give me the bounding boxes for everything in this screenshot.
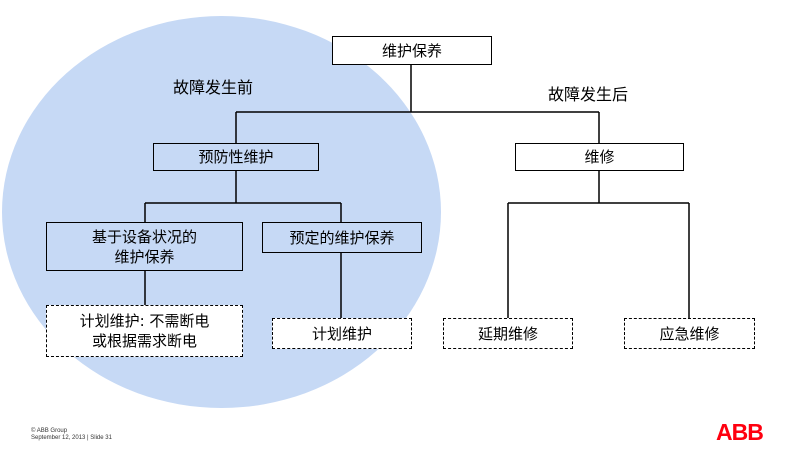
- node-repair-text: 维修: [584, 148, 615, 166]
- node-scheduled: 预定的维护保养: [262, 222, 422, 253]
- node-preventive-maintenance: 预防性维护: [153, 143, 319, 171]
- node-deferred-repair: 延期维修: [443, 318, 573, 349]
- node-maintenance-text: 维护保养: [381, 41, 442, 60]
- node-condition-based: 基于设备状况的 维护保养: [46, 222, 243, 271]
- node-preventive-text: 预防性维护: [198, 148, 274, 166]
- node-scheduled-leaf-text: 计划维护: [311, 324, 372, 343]
- footer-date-slide: September 12, 2013 | Slide 31: [31, 435, 112, 441]
- node-scheduled-leaf: 计划维护: [272, 318, 412, 349]
- footer-company: © ABB Group: [31, 428, 68, 434]
- node-scheduled-text: 预定的维护保养: [289, 228, 395, 247]
- node-maintenance: 维护保养: [332, 36, 492, 65]
- node-condition-leaf: 计划维护: 不需断电 或根据需求断电: [46, 305, 243, 357]
- node-emergency-text: 应急维修: [659, 324, 720, 343]
- node-emergency-repair: 应急维修: [624, 318, 755, 349]
- abb-logo: ABB: [716, 419, 764, 445]
- label-after-failure: 故障发生后: [548, 85, 629, 104]
- node-repair: 维修: [515, 143, 684, 171]
- node-condition-text: 基于设备状况的 维护保养: [91, 227, 197, 266]
- slide-footer: © ABB Group September 12, 2013 | Slide 3…: [31, 428, 112, 442]
- node-deferred-text: 延期维修: [477, 324, 538, 343]
- node-condition-leaf-text: 计划维护: 不需断电 或根据需求断电: [79, 312, 210, 350]
- label-before-failure: 故障发生前: [173, 78, 254, 97]
